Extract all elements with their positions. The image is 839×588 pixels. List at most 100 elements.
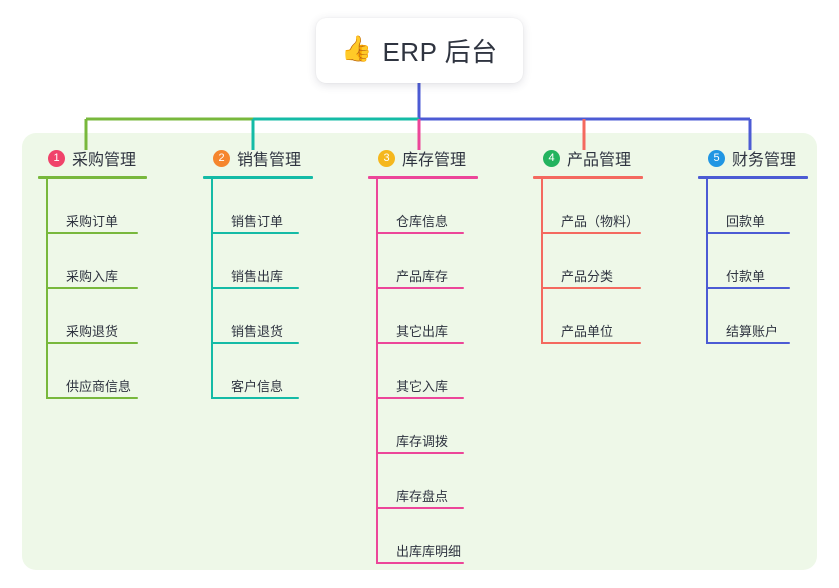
branch-header-underline (38, 176, 147, 179)
branch-column-3: 3 库存管理仓库信息产品库存其它出库其它入库库存调拨库存盘点出库库明细 (368, 145, 478, 564)
branch-item-label: 产品单位 (561, 324, 614, 339)
branch-header-underline (368, 176, 478, 179)
branch-item-underline (211, 287, 299, 289)
branch-item-label: 库存调拨 (396, 434, 449, 449)
branch-item-label: 库存盘点 (396, 489, 449, 504)
branch-item-underline (376, 397, 464, 399)
branch-item-underline (46, 287, 138, 289)
branch-item[interactable]: 销售退货 (203, 289, 313, 344)
branch-item[interactable]: 产品（物料） (533, 179, 643, 234)
branch-item-underline (541, 232, 641, 234)
branch-item-underline (376, 287, 464, 289)
branch-items: 回款单付款单结算账户 (698, 179, 808, 344)
branch-number-badge: 3 (378, 149, 395, 167)
branch-item-label: 销售订单 (231, 214, 284, 229)
branch-item-underline (376, 232, 464, 234)
branch-item[interactable]: 采购订单 (38, 179, 147, 234)
branch-item-label: 采购退货 (66, 324, 119, 339)
branch-spine (46, 179, 48, 399)
root-title: ERP 后台 (382, 37, 498, 67)
branch-item-underline (541, 287, 641, 289)
branch-item[interactable]: 回款单 (698, 179, 808, 234)
branch-item-underline (706, 342, 790, 344)
branch-number-badge: 1 (48, 149, 65, 167)
branch-title: 财务管理 (732, 152, 797, 169)
branch-item-underline (46, 232, 138, 234)
branch-item-underline (46, 397, 138, 399)
branch-item[interactable]: 销售订单 (203, 179, 313, 234)
branch-item[interactable]: 出库库明细 (368, 509, 478, 564)
branch-item[interactable]: 产品库存 (368, 234, 478, 289)
branch-item[interactable]: 销售出库 (203, 234, 313, 289)
branch-number-badge: 4 (543, 149, 560, 167)
thumbs-up-icon: 👍 (341, 35, 373, 63)
branch-item-label: 付款单 (726, 269, 766, 284)
branch-item-label: 产品库存 (396, 269, 449, 284)
branch-title: 产品管理 (567, 152, 632, 169)
branch-item-label: 其它出库 (396, 324, 449, 339)
branch-item-label: 销售出库 (231, 269, 284, 284)
branch-header-3[interactable]: 3 库存管理 (368, 145, 478, 171)
branch-item-label: 销售退货 (231, 324, 284, 339)
branch-header-1[interactable]: 1 采购管理 (38, 145, 147, 171)
branch-header-underline (698, 176, 808, 179)
branch-spine (211, 179, 213, 399)
branch-title: 库存管理 (402, 152, 467, 169)
branch-spine (706, 179, 708, 344)
branch-item[interactable]: 库存盘点 (368, 454, 478, 509)
branch-item-label: 结算账户 (726, 324, 779, 339)
branch-item-label: 出库库明细 (396, 544, 462, 559)
branch-item-label: 回款单 (726, 214, 766, 229)
branch-items: 仓库信息产品库存其它出库其它入库库存调拨库存盘点出库库明细 (368, 179, 478, 564)
branch-number-badge: 2 (213, 149, 230, 167)
branch-spine (376, 179, 378, 564)
branch-item-underline (706, 232, 790, 234)
branch-spine (541, 179, 543, 344)
branch-item[interactable]: 其它入库 (368, 344, 478, 399)
branch-items: 产品（物料） 产品分类产品单位 (533, 179, 643, 344)
branch-item-underline (376, 342, 464, 344)
branch-header-2[interactable]: 2 销售管理 (203, 145, 313, 171)
branch-item-underline (376, 562, 464, 564)
branch-item-underline (46, 342, 138, 344)
root-node[interactable]: 👍 ERP 后台 (316, 18, 523, 83)
branch-items: 采购订单采购入库采购退货供应商信息 (38, 179, 147, 399)
branch-item[interactable]: 付款单 (698, 234, 808, 289)
branches-panel (22, 133, 817, 570)
branch-item[interactable]: 采购入库 (38, 234, 147, 289)
branch-item[interactable]: 客户信息 (203, 344, 313, 399)
branch-item[interactable]: 其它出库 (368, 289, 478, 344)
branch-header-underline (533, 176, 643, 179)
branch-item-underline (376, 452, 464, 454)
branch-item[interactable]: 供应商信息 (38, 344, 147, 399)
branch-header-underline (203, 176, 313, 179)
branch-item-label: 其它入库 (396, 379, 449, 394)
branch-item-label: 仓库信息 (396, 214, 449, 229)
branch-item[interactable]: 库存调拨 (368, 399, 478, 454)
branch-item[interactable]: 产品分类 (533, 234, 643, 289)
branch-item-underline (541, 342, 641, 344)
branch-item[interactable]: 仓库信息 (368, 179, 478, 234)
branch-title: 采购管理 (72, 152, 137, 169)
branch-item-underline (211, 342, 299, 344)
branch-item-label: 产品（物料） (561, 214, 640, 229)
branch-item[interactable]: 结算账户 (698, 289, 808, 344)
branch-title: 销售管理 (237, 152, 302, 169)
branch-column-4: 4 产品管理产品（物料） 产品分类产品单位 (533, 145, 643, 344)
branch-item-underline (706, 287, 790, 289)
branch-column-2: 2 销售管理销售订单销售出库销售退货客户信息 (203, 145, 313, 399)
branch-item-underline (211, 232, 299, 234)
branch-column-1: 1 采购管理采购订单采购入库采购退货供应商信息 (38, 145, 147, 399)
branch-item-underline (211, 397, 299, 399)
branch-item-label: 客户信息 (231, 379, 284, 394)
branch-header-4[interactable]: 4 产品管理 (533, 145, 643, 171)
branch-item-underline (376, 507, 464, 509)
branch-item[interactable]: 采购退货 (38, 289, 147, 344)
branch-item-label: 采购订单 (66, 214, 119, 229)
branch-item[interactable]: 产品单位 (533, 289, 643, 344)
branch-item-label: 采购入库 (66, 269, 119, 284)
branch-items: 销售订单销售出库销售退货客户信息 (203, 179, 313, 399)
